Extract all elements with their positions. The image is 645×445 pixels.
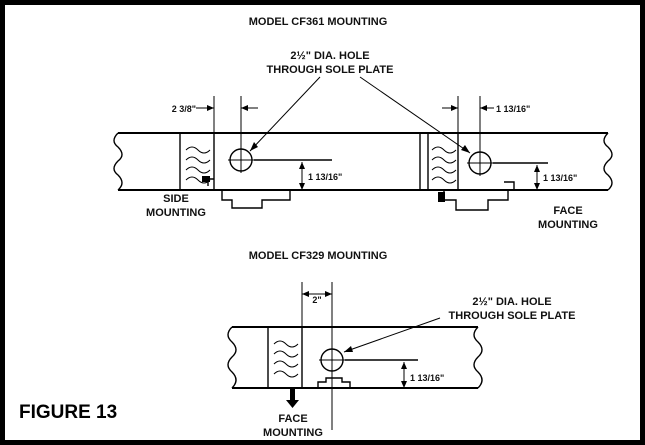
top-right-fan-housing: [438, 181, 515, 211]
top-hole-callout-line1: 2½" DIA. HOLE: [290, 50, 369, 62]
top-face-label-line1: FACE: [553, 205, 582, 217]
top-left-offset-label: 2 3/8": [172, 104, 196, 114]
bottom-face-label-line1: FACE: [278, 413, 307, 425]
top-right-hole: [467, 150, 548, 176]
bottom-height-dimension: 1 13/16": [401, 362, 444, 388]
bottom-hole-callout-line2: THROUGH SOLE PLATE: [449, 310, 576, 322]
top-left-stud: [179, 133, 215, 190]
figure-label: FIGURE 13: [19, 402, 117, 423]
bottom-sole-plate: [227, 326, 483, 389]
bottom-face-label-line2: MOUNTING: [263, 427, 323, 439]
top-face-label-line2: MOUNTING: [538, 219, 598, 231]
top-callout-leaders: [249, 76, 471, 154]
top-left-height-label: 1 13/16": [308, 172, 342, 182]
top-title: MODEL CF361 MOUNTING: [249, 16, 388, 28]
bottom-height-label: 1 13/16": [410, 373, 444, 383]
bottom-stud: [267, 327, 303, 388]
bottom-hole-callout-line1: 2½" DIA. HOLE: [472, 296, 551, 308]
top-side-label-line2: MOUNTING: [146, 207, 206, 219]
bottom-fan-housing: [286, 377, 351, 408]
bottom-offset-label: 2": [312, 295, 321, 305]
bottom-callout-leader: [343, 317, 441, 353]
bottom-title: MODEL CF329 MOUNTING: [249, 250, 388, 262]
top-left-hole: [228, 147, 332, 173]
top-right-offset-dimension: 1 13/16": [442, 96, 530, 151]
bottom-offset-dimension: 2": [301, 282, 333, 349]
top-left-fan-housing: [202, 176, 291, 209]
top-right-offset-label: 1 13/16": [496, 104, 530, 114]
bottom-hole: [319, 347, 418, 373]
top-left-offset-dimension: 2 3/8": [172, 96, 258, 148]
top-left-height-dimension: 1 13/16": [299, 162, 342, 190]
top-sole-plate: [113, 132, 613, 191]
top-side-label-line1: SIDE: [163, 193, 189, 205]
top-right-stud: [427, 133, 459, 190]
top-hole-callout-line2: THROUGH SOLE PLATE: [267, 64, 394, 76]
top-right-height-dimension: 1 13/16": [534, 165, 577, 190]
top-right-height-label: 1 13/16": [543, 173, 577, 183]
